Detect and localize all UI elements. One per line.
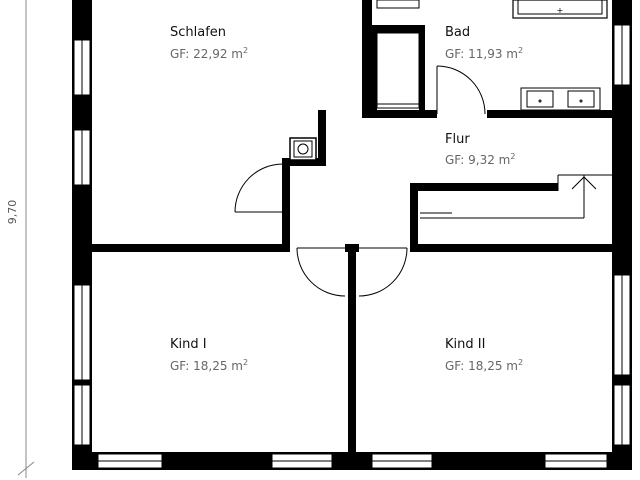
room-area: GF: 11,93 m2 — [445, 46, 523, 61]
room-name: Schlafen — [170, 25, 226, 40]
room-area: GF: 18,25 m2 — [170, 358, 248, 373]
staircase — [418, 174, 612, 244]
room-bad: Bad GF: 11,93 m2 — [445, 25, 523, 61]
room-name: Kind II — [445, 337, 485, 352]
svg-text:+: + — [557, 6, 564, 15]
shaft — [289, 137, 317, 161]
room-kind-2: Kind II GF: 18,25 m2 — [445, 337, 523, 373]
interior-walls — [92, 0, 612, 454]
room-area: GF: 9,32 m2 — [445, 152, 515, 167]
room-name: Kind I — [170, 337, 207, 352]
height-dimension: 9,70 — [6, 0, 35, 478]
doors — [234, 65, 486, 297]
room-name: Bad — [445, 25, 470, 40]
height-dimension-label: 9,70 — [6, 200, 19, 225]
room-name: Flur — [445, 132, 470, 147]
bad-cabinet — [376, 0, 420, 109]
room-area: GF: 18,25 m2 — [445, 358, 523, 373]
bathtub: + — [512, 0, 608, 19]
room-kind-1: Kind I GF: 18,25 m2 — [170, 337, 248, 373]
room-schlafen: Schlafen GF: 22,92 m2 — [170, 25, 248, 61]
double-sink — [520, 87, 601, 111]
windows — [73, 24, 631, 469]
room-area: GF: 22,92 m2 — [170, 46, 248, 61]
room-flur: Flur GF: 9,32 m2 — [445, 132, 515, 167]
